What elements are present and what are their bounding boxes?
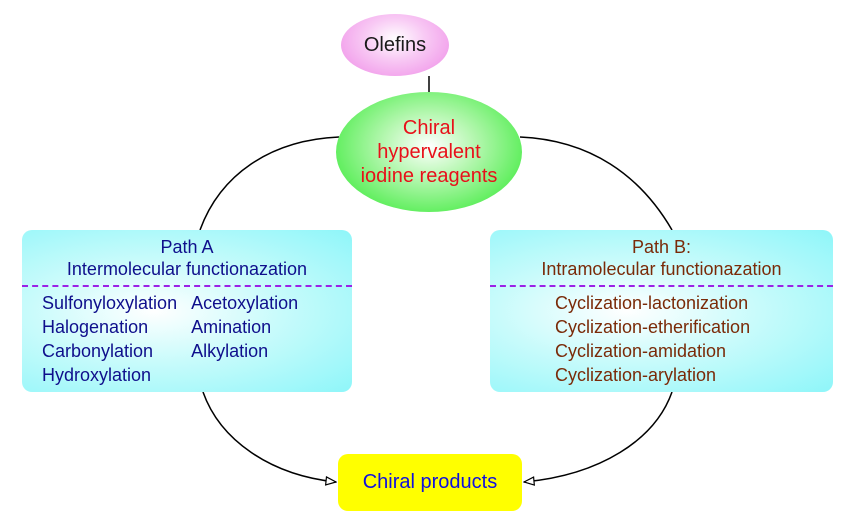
list-item: Sulfonyloxylation [42, 293, 178, 313]
list-item: Acetoxylation [191, 293, 299, 313]
reagent-node: Chiral hypervalent iodine reagents [336, 92, 522, 212]
list-item: Cyclization-lactonization [555, 293, 749, 313]
path-b-separator [490, 285, 833, 287]
list-item: Cyclization-etherification [555, 317, 751, 337]
olefins-node: Olefins [341, 14, 449, 76]
list-item: Halogenation [42, 317, 149, 337]
path-b-to-products-arrow [524, 391, 673, 482]
path-b-box: Path B: Intramolecular functionazation C… [490, 230, 833, 392]
reagent-label-line-1: Chiral [402, 117, 456, 139]
reagent-label-line-3: iodine reagents [360, 165, 498, 187]
path-a-subtitle: Intermolecular functionazation [66, 259, 308, 279]
list-item: Hydroxylation [42, 365, 152, 385]
list-item: Alkylation [191, 341, 269, 361]
reagent-to-path-b-arc [519, 136, 673, 231]
chiral-products-node: Chiral products [338, 454, 522, 511]
path-b-subtitle: Intramolecular functionazation [541, 259, 782, 279]
list-item: Cyclization-amidation [555, 341, 727, 361]
list-item: Amination [191, 317, 272, 337]
path-a-to-products-arrow [202, 391, 336, 482]
chiral-products-label: Chiral products [362, 471, 498, 493]
path-a-box: Path A Intermolecular functionazation Su… [22, 230, 352, 392]
olefins-label: Olefins [363, 33, 427, 56]
path-b-reaction-list: Cyclization-lactonization Cyclization-et… [490, 291, 833, 387]
path-a-reaction-list: Sulfonyloxylation Acetoxylation Halogena… [22, 291, 352, 387]
reagent-to-path-a-arc [199, 136, 340, 231]
path-a-title: Path A [160, 237, 214, 257]
path-b-title: Path B: [631, 237, 692, 257]
path-a-separator [22, 285, 352, 287]
reagent-label-line-2: hypervalent [377, 141, 481, 163]
list-item: Carbonylation [42, 341, 154, 361]
list-item: Cyclization-arylation [555, 365, 717, 385]
